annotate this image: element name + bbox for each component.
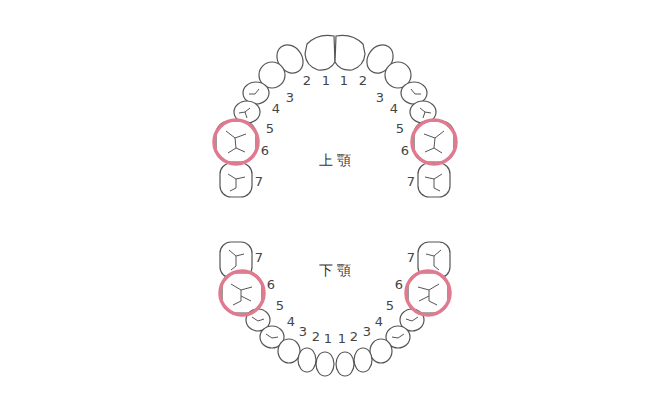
tooth-number: 1 [324,332,332,345]
tooth-number: 3 [376,91,384,104]
tooth-number: 5 [396,122,404,135]
tooth-number: 6 [395,278,403,291]
tooth-number: 7 [255,251,263,264]
tooth-number: 4 [375,315,383,328]
upper-left-teeth [216,35,335,197]
lower-left-teeth [220,242,334,376]
highlight-circle [406,271,450,315]
tooth-number: 3 [286,91,294,104]
tooth-number: 1 [338,332,346,345]
highlight-circle [220,271,264,315]
upper-right-teeth [335,35,454,197]
highlight-circle [214,120,258,164]
tooth-number: 5 [266,122,274,135]
tooth-number: 4 [272,102,280,115]
tooth-number: 1 [322,74,330,87]
lower-right-teeth [336,242,450,376]
tooth-number: 6 [401,144,409,157]
highlight-circle [412,120,456,164]
tooth-number: 7 [407,251,415,264]
tooth-number: 6 [261,144,269,157]
tooth-number: 4 [390,102,398,115]
tooth-number: 3 [363,325,371,338]
tooth-number: 6 [267,278,275,291]
tooth-number: 2 [359,74,367,87]
jaw-label: 上 顎 [319,153,351,167]
jaw-label: 下 顎 [319,263,351,277]
tooth-number: 2 [303,74,311,87]
tooth-number: 2 [312,330,320,343]
tooth-number: 5 [276,299,284,312]
tooth-number: 2 [350,330,358,343]
tooth-number: 3 [299,325,307,338]
tooth-number: 4 [287,315,295,328]
tooth-number: 1 [340,74,348,87]
tooth-number: 7 [407,175,415,188]
tooth-number: 7 [255,175,263,188]
tooth-number: 5 [386,299,394,312]
